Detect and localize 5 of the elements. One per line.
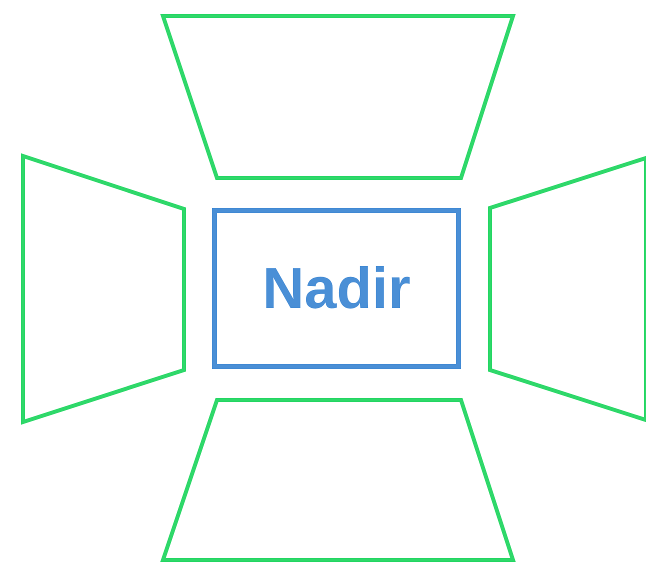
trapezoid-outline — [21, 154, 186, 424]
trapezoid-outline — [488, 156, 646, 422]
trapezoid-outline — [161, 398, 515, 562]
trapezoid-outline — [161, 14, 515, 180]
text-box: Nadir — [212, 208, 461, 369]
